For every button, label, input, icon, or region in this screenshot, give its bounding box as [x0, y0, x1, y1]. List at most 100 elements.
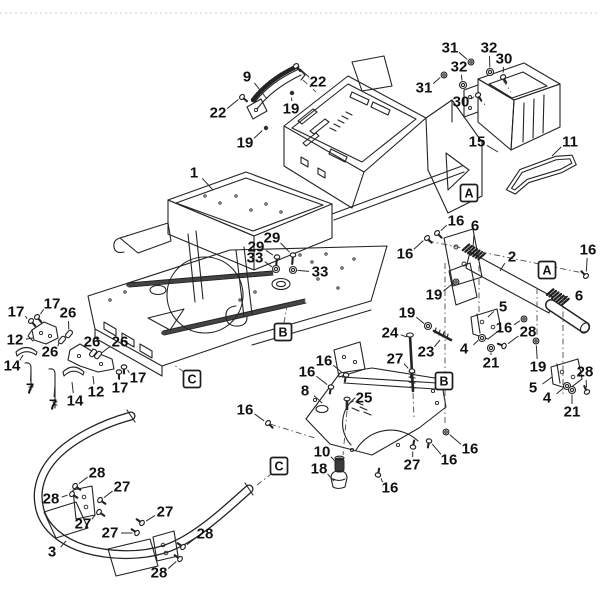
callout-label-27-67[interactable]: 27 — [75, 516, 92, 533]
ref-box-C-5[interactable]: C — [269, 456, 289, 476]
callout-label-17-50[interactable]: 17 — [112, 380, 129, 397]
callout-label-14-43[interactable]: 14 — [4, 358, 21, 375]
fastener-glyph-bolt — [583, 385, 591, 395]
callout-label-6-20[interactable]: 6 — [575, 288, 583, 305]
callout-label-3-72[interactable]: 3 — [48, 544, 56, 561]
callout-label-27-56[interactable]: 27 — [387, 351, 404, 368]
part-11-wire-clamp — [505, 154, 577, 195]
callout-label-32-9[interactable]: 32 — [451, 59, 468, 76]
callout-label-2-17[interactable]: 2 — [508, 249, 516, 266]
callout-label-16-60[interactable]: 16 — [382, 480, 399, 497]
leader-line-16 — [380, 478, 384, 483]
callout-label-21-33[interactable]: 21 — [564, 404, 581, 421]
fastener-glyph-bolt — [496, 342, 507, 350]
callout-label-19-22[interactable]: 19 — [399, 305, 416, 322]
callout-label-28-71[interactable]: 28 — [151, 565, 168, 582]
fastener-glyph-bolt — [97, 496, 107, 505]
callout-label-1-5[interactable]: 1 — [190, 165, 198, 182]
callout-label-28-65[interactable]: 28 — [43, 491, 60, 508]
leader-line-16 — [332, 364, 343, 373]
ref-box-B-2[interactable]: B — [273, 322, 293, 342]
callout-label-17-39[interactable]: 17 — [8, 304, 25, 321]
callout-label-7-46[interactable]: 7 — [26, 381, 34, 398]
callout-label-11-13[interactable]: 11 — [562, 134, 578, 151]
ref-box-C-4[interactable]: C — [182, 369, 202, 389]
callout-label-16-63[interactable]: 16 — [462, 441, 479, 458]
callout-label-10-58[interactable]: 10 — [314, 444, 331, 461]
callout-label-19-2[interactable]: 19 — [283, 101, 300, 118]
callout-label-15-12[interactable]: 15 — [469, 134, 486, 151]
callout-label-14-48[interactable]: 14 — [67, 393, 84, 410]
callout-label-27-61[interactable]: 27 — [404, 457, 421, 474]
callout-label-31-6[interactable]: 31 — [442, 40, 459, 57]
callout-label-6-15[interactable]: 6 — [471, 218, 479, 235]
leader-line-26 — [57, 343, 60, 347]
fastener-glyph-washer — [458, 80, 468, 90]
callout-label-12-41[interactable]: 12 — [7, 332, 24, 349]
ref-box-A-0[interactable]: A — [459, 183, 479, 203]
callout-label-31-10[interactable]: 31 — [416, 80, 433, 97]
callout-label-12-49[interactable]: 12 — [88, 384, 105, 401]
callout-label-24-25[interactable]: 24 — [382, 325, 399, 342]
fastener-glyph-bolt — [69, 490, 79, 499]
callout-label-4-27[interactable]: 4 — [460, 341, 469, 358]
callout-label-16-23[interactable]: 16 — [496, 320, 513, 337]
callout-label-27-66[interactable]: 27 — [114, 479, 131, 496]
callout-label-4-32[interactable]: 4 — [543, 390, 552, 407]
callout-label-27-69[interactable]: 27 — [102, 525, 119, 542]
callout-label-16-62[interactable]: 16 — [441, 452, 458, 469]
callout-label-30-11[interactable]: 30 — [453, 94, 470, 111]
callout-label-17-38[interactable]: 17 — [44, 296, 61, 313]
callout-label-25-55[interactable]: 25 — [356, 390, 373, 407]
fastener-glyph-bolt — [409, 439, 417, 450]
callout-label-28-24[interactable]: 28 — [520, 324, 537, 341]
callout-label-16-16[interactable]: 16 — [397, 246, 414, 263]
leader-line-29 — [265, 250, 274, 256]
callout-label-5-31[interactable]: 5 — [529, 380, 537, 397]
callout-label-28-64[interactable]: 28 — [89, 465, 106, 482]
callout-label-21-28[interactable]: 21 — [483, 355, 500, 372]
leader-line-31 — [458, 52, 468, 60]
fastener-glyph-washer — [477, 333, 487, 343]
callout-label-22-1[interactable]: 22 — [310, 74, 327, 91]
callout-label-19-29[interactable]: 19 — [530, 359, 547, 376]
callout-label-8-54[interactable]: 8 — [301, 383, 309, 400]
callout-label-32-7[interactable]: 32 — [481, 40, 498, 57]
callout-label-17-51[interactable]: 17 — [130, 370, 147, 387]
callout-label-30-8[interactable]: 30 — [496, 51, 513, 68]
leader-line-29 — [280, 242, 290, 253]
callout-label-18-59[interactable]: 18 — [311, 461, 328, 478]
callout-label-26-42[interactable]: 26 — [42, 344, 59, 361]
callout-label-16-14[interactable]: 16 — [448, 213, 465, 230]
callout-label-26-44[interactable]: 26 — [84, 334, 101, 351]
callout-label-19-4[interactable]: 19 — [237, 135, 254, 152]
callout-label-29-35[interactable]: 29 — [248, 239, 265, 256]
callout-label-28-70[interactable]: 28 — [197, 526, 214, 543]
callout-label-27-68[interactable]: 27 — [157, 504, 174, 521]
callout-label-9-0[interactable]: 9 — [243, 69, 251, 86]
callout-label-16-57[interactable]: 16 — [237, 402, 254, 419]
callout-label-33-37[interactable]: 33 — [312, 264, 329, 281]
callout-label-23-26[interactable]: 23 — [418, 344, 435, 361]
callout-label-5-21[interactable]: 5 — [499, 299, 507, 316]
callout-label-29-34[interactable]: 29 — [264, 230, 281, 247]
callout-label-19-19[interactable]: 19 — [426, 287, 443, 304]
callout-label-16-18[interactable]: 16 — [580, 242, 597, 259]
callout-label-22-3[interactable]: 22 — [210, 105, 227, 122]
callout-label-26-45[interactable]: 26 — [112, 334, 129, 351]
fastener-glyph-washer — [288, 265, 298, 275]
callout-label-16-53[interactable]: 16 — [299, 364, 316, 381]
leader-line-15 — [486, 145, 499, 153]
callout-label-7-47[interactable]: 7 — [49, 397, 57, 414]
callout-label-28-30[interactable]: 28 — [577, 364, 594, 381]
part-12-bracket-lower — [67, 343, 115, 373]
leader-line-5 — [487, 311, 495, 318]
part-10-damper — [334, 455, 345, 473]
callout-label-33-36[interactable]: 33 — [247, 250, 264, 267]
callout-label-26-40[interactable]: 26 — [60, 305, 77, 322]
leader-line-27 — [145, 515, 156, 522]
ref-box-B-3[interactable]: B — [434, 371, 454, 391]
part-3-bumper — [33, 409, 254, 577]
callout-label-16-52[interactable]: 16 — [316, 353, 333, 370]
ref-box-A-1[interactable]: A — [537, 260, 557, 280]
